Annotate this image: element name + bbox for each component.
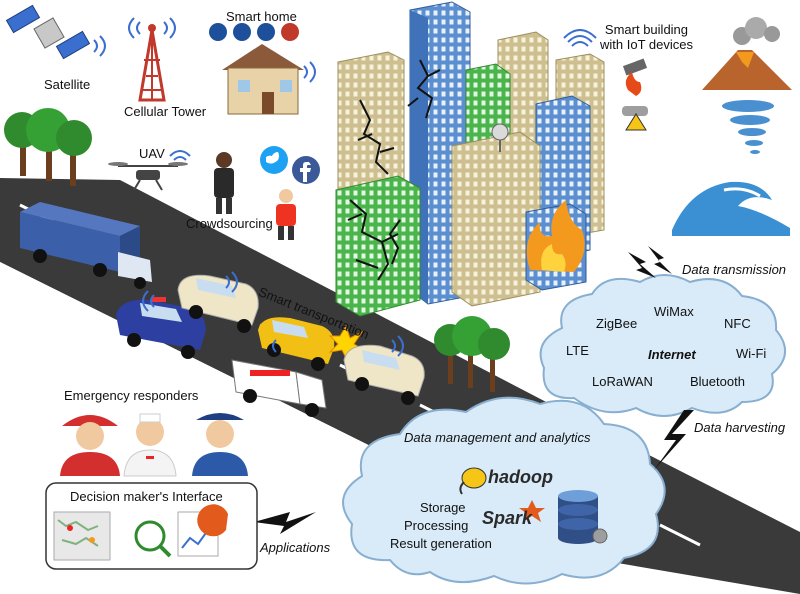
decision-interface-box [45, 482, 258, 570]
cellular-tower-label: Cellular Tower [124, 104, 207, 119]
uav-icon [108, 150, 191, 191]
police-car [116, 297, 206, 359]
twitter-icon [260, 146, 288, 174]
city-buildings [335, 1, 605, 317]
spark-logo-text: Spark [482, 508, 533, 528]
doctor-icon [123, 413, 177, 477]
hadoop-elephant-icon [459, 467, 487, 495]
satellite-icon [5, 4, 91, 60]
uav-label: UAV [139, 146, 165, 161]
crowdsourcing-people [214, 152, 296, 240]
network-item-lte: LTE [566, 343, 589, 358]
network-item-wifi: Wi-Fi [736, 346, 767, 361]
crowdsourcing-label: Crowdsourcing [186, 216, 273, 231]
building-iot-devices [622, 58, 648, 131]
beige-car-1 [177, 274, 259, 333]
tree-group-left [4, 108, 92, 186]
network-item-bluetooth: Bluetooth [690, 374, 745, 389]
spark-star-icon [519, 500, 545, 522]
network-cloud [539, 274, 786, 417]
analytics-task-storage: Storage [420, 500, 466, 515]
tornado-icon [722, 100, 774, 154]
analytics-task-processing: Processing [404, 518, 469, 533]
network-item-nfc: NFC [724, 316, 751, 331]
satellite-signal [93, 35, 106, 57]
lightning-bolts [254, 246, 694, 534]
facebook-icon [292, 156, 320, 184]
truck [20, 202, 152, 289]
hadoop-logo-text: hadoop [488, 467, 553, 487]
tsunami-icon [672, 181, 790, 236]
beige-car-2 [343, 344, 425, 405]
decision-interface-label: Decision maker's Interface [70, 489, 223, 504]
database-icon [558, 490, 608, 544]
network-item-lorawan: LoRaWAN [592, 374, 653, 389]
network-item-wimax: WiMax [654, 304, 694, 319]
earthquake-cracks [347, 59, 441, 281]
ambulance [231, 359, 327, 417]
police-officer-icon [192, 413, 248, 476]
data-harvesting-label: Data harvesting [694, 420, 786, 435]
network-item-internet: Internet [648, 347, 696, 362]
cellular-tower-icon [128, 17, 176, 102]
emergency-responders-label: Emergency responders [64, 388, 199, 403]
car-signal-waves [142, 271, 404, 357]
firefighter-icon [60, 415, 120, 476]
satellite-label: Satellite [44, 77, 91, 92]
data-transmission-label: Data transmission [682, 262, 787, 277]
analytics-task-result-generation: Result generation [390, 536, 492, 551]
network-item-zigbee: ZigBee [596, 316, 638, 331]
applications-label: Applications [260, 540, 331, 555]
taxi [258, 317, 335, 371]
building-wifi-icon [563, 29, 597, 47]
smart-home-icon [209, 23, 316, 115]
tree-group-right [434, 316, 510, 392]
smart-building-label: Smart building with IoT devices [600, 22, 693, 52]
analytics-title: Data management and analytics [404, 430, 591, 445]
fire-icon [526, 200, 585, 272]
volcano-icon [702, 17, 792, 90]
smart-home-label: Smart home [226, 9, 297, 24]
